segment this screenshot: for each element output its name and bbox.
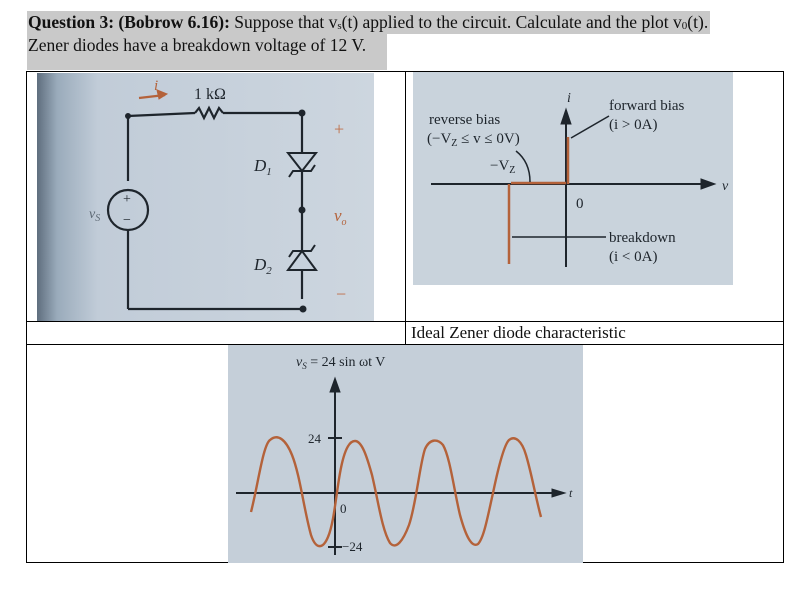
breakdown-condition: (i < 0A) [609, 249, 657, 265]
empty-caption-cell [26, 321, 406, 345]
breakdown-label: breakdown [609, 230, 676, 246]
d2-label: D2 [253, 255, 272, 277]
zener-caption: Ideal Zener diode characteristic [405, 321, 784, 345]
i-axis-label: i [567, 91, 571, 106]
y-tick-neg-24: −24 [342, 539, 363, 554]
source-minus-sign: − [123, 213, 131, 228]
source-waveform-image: vS = 24 sin ωt V 24 −24 0 t [228, 345, 583, 563]
y-tick-24: 24 [308, 431, 322, 446]
forward-bias-label: forward bias [609, 98, 685, 114]
origin-label: 0 [340, 501, 347, 516]
source-plus-sign: + [123, 192, 131, 207]
zener-characteristic-image: i v 0 reverse bias (−VZ ≤ v ≤ 0V) −VZ fo… [413, 72, 733, 285]
circuit-cell: + − i 1 kΩ vS D1 D2 + v [26, 71, 406, 322]
vo-minus-sign: − [336, 284, 346, 304]
question-line-2: Zener diodes have a breakdown voltage of… [27, 34, 387, 70]
current-label: i [154, 78, 158, 94]
resistor-label: 1 kΩ [194, 86, 226, 103]
d1-label: D1 [253, 156, 272, 178]
v-axis-label: v [722, 179, 729, 194]
reverse-bias-label: reverse bias [429, 112, 500, 128]
figure-table: + − i 1 kΩ vS D1 D2 + v [26, 71, 784, 563]
origin-label: 0 [576, 196, 584, 212]
waveform-cell: vS = 24 sin ωt V 24 −24 0 t [26, 344, 784, 563]
waveform-title: vS = 24 sin ωt V [296, 355, 385, 371]
t-axis-label: t [569, 486, 573, 500]
zener-characteristic-cell: i v 0 reverse bias (−VZ ≤ v ≤ 0V) −VZ fo… [405, 71, 784, 322]
question-line-1: Question 3: (Bobrow 6.16): Suppose that … [27, 11, 711, 34]
question-label: Question 3: (Bobrow 6.16): [28, 12, 230, 32]
forward-bias-condition: (i > 0A) [609, 117, 657, 133]
vo-label: vo [334, 206, 347, 228]
reverse-bias-range: (−VZ ≤ v ≤ 0V) [427, 131, 520, 149]
vo-plus-sign: + [334, 119, 344, 139]
neg-vz-label: −VZ [490, 158, 515, 176]
source-label: vS [89, 207, 100, 224]
circuit-diagram-image: + − i 1 kΩ vS D1 D2 + v [37, 73, 374, 321]
